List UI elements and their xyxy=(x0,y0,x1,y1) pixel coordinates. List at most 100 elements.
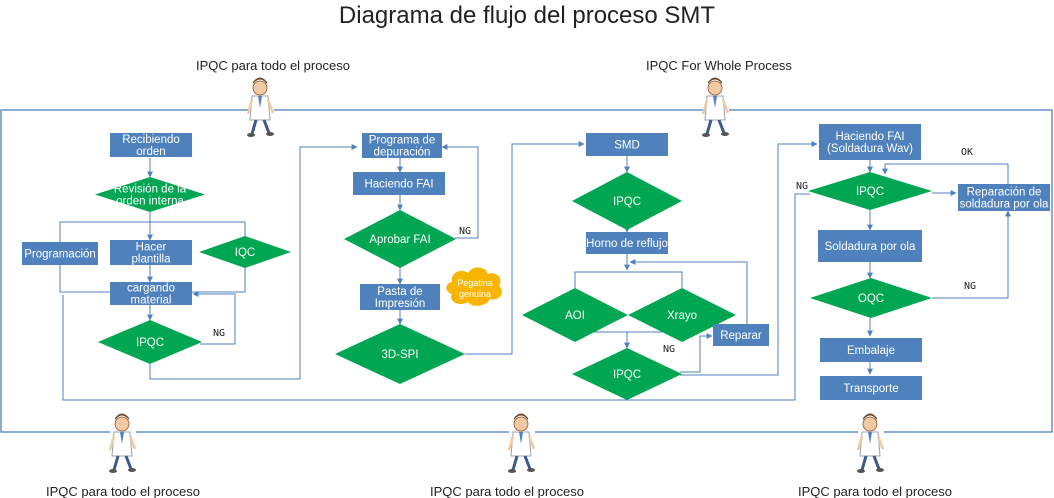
node-ipqc-2: IPQC xyxy=(572,172,682,230)
node-transporte: Transporte xyxy=(820,376,922,400)
node-label: (Soldadura Wav) xyxy=(827,143,913,155)
node-ipqc-1: IPQC xyxy=(98,320,202,364)
node-haciendo-fai-wav: Haciendo FAI(Soldadura Wav) xyxy=(819,124,921,160)
diagram-title: Diagrama de flujo del proceso SMT xyxy=(338,2,716,29)
node-label: Hacer xyxy=(136,242,167,254)
node-label: Revisión de la xyxy=(114,184,187,196)
node-shape xyxy=(572,348,682,400)
node-horno-reflujo: Horno de reflujo xyxy=(586,232,668,254)
node-label: IQC xyxy=(235,247,255,259)
node-label: IPQC xyxy=(856,186,884,198)
caption-top-right: IPQC For Whole Process xyxy=(646,58,792,73)
node-aprobar-fai: Aprobar FAI xyxy=(344,210,456,268)
node-spi-3d: 3D-SPI xyxy=(335,324,465,384)
node-ipqc-3: IPQC xyxy=(572,348,682,400)
node-haciendo-fai: Haciendo FAI xyxy=(353,172,445,195)
node-label: Reparar xyxy=(720,330,762,342)
node-ipqc-4: IPQC xyxy=(808,172,932,210)
ng-label-ipqc-1: NG xyxy=(213,328,225,339)
node-shape xyxy=(110,282,192,305)
node-label: OQC xyxy=(858,293,884,305)
node-label: Horno de reflujo xyxy=(586,238,668,250)
node-shape xyxy=(353,172,445,195)
inspector-person-icon xyxy=(246,77,275,138)
node-shape xyxy=(713,324,769,346)
inspector-person-icon xyxy=(701,77,730,138)
node-soldadura-ola: Soldadura por ola xyxy=(818,230,922,262)
node-label: 3D-SPI xyxy=(381,349,418,361)
node-shape xyxy=(335,324,465,384)
node-label: Reparación de xyxy=(967,187,1042,199)
node-label: Aprobar FAI xyxy=(369,234,430,246)
sticker-line-2: genuina xyxy=(459,289,491,299)
node-embalaje: Embalaje xyxy=(820,338,922,362)
inspector-person-icon xyxy=(856,413,885,474)
connectors xyxy=(59,141,1011,401)
node-label: plantilla xyxy=(132,254,172,266)
node-iqc: IQC xyxy=(199,236,291,268)
node-shape xyxy=(820,338,922,362)
node-label: IPQC xyxy=(613,196,641,208)
ng-label-fai-wav: NG xyxy=(796,181,808,192)
inspector-person-icon xyxy=(108,413,137,474)
node-label: Transporte xyxy=(843,383,898,395)
node-shape xyxy=(522,288,628,342)
node-shape xyxy=(819,124,921,160)
caption-bottom-center: IPQC para todo el proceso xyxy=(430,484,584,498)
node-label: Pasta de xyxy=(377,286,422,298)
node-label: material xyxy=(131,295,172,307)
node-label: Haciendo FAI xyxy=(835,131,904,143)
node-label: cargando xyxy=(127,283,175,295)
node-shape xyxy=(958,184,1050,211)
node-programacion: Programación xyxy=(22,242,98,265)
node-label: IPQC xyxy=(613,369,641,381)
node-shape xyxy=(818,230,922,262)
sticker-shape xyxy=(446,267,502,306)
ok-label-repair: OK xyxy=(961,147,973,158)
node-shape xyxy=(199,236,291,268)
node-label: Haciendo FAI xyxy=(364,179,433,191)
node-shape xyxy=(586,133,668,156)
node-shape xyxy=(810,278,932,318)
caption-bottom-left: IPQC para todo el proceso xyxy=(46,484,200,498)
node-xrayo: Xrayo xyxy=(628,288,736,342)
node-label: Impresión xyxy=(375,298,426,310)
node-aoi: AOI xyxy=(522,288,628,342)
node-label: IPQC xyxy=(136,337,164,349)
node-shape xyxy=(98,320,202,364)
ng-label-aprobar-fai: NG xyxy=(459,226,471,237)
inspector-person-icon xyxy=(507,413,536,474)
node-shape xyxy=(820,376,922,400)
ng-label-oqc: NG xyxy=(964,281,976,292)
node-label: SMD xyxy=(614,140,640,152)
node-smd: SMD xyxy=(586,133,668,156)
node-reparar: Reparar xyxy=(713,324,769,346)
node-label: Programación xyxy=(24,249,96,261)
sticker-line-1: Pegatina xyxy=(457,278,493,288)
node-label: Programa de xyxy=(369,135,435,147)
node-shape xyxy=(808,172,932,210)
node-shape xyxy=(628,288,736,342)
node-label: Embalaje xyxy=(847,345,895,357)
node-shape xyxy=(110,133,192,157)
pegatina-genuina-sticker: Pegatina genuina xyxy=(446,267,502,306)
node-label: Soldadura por ola xyxy=(825,241,916,253)
caption-top-left: IPQC para todo el proceso xyxy=(196,58,350,73)
ng-label-aoi-xray: NG xyxy=(663,344,675,355)
node-shape xyxy=(362,133,442,158)
node-label: orden interna xyxy=(116,196,184,208)
node-label: depuración xyxy=(374,147,431,159)
node-shape xyxy=(22,242,98,265)
node-oqc: OQC xyxy=(810,278,932,318)
node-label: AOI xyxy=(565,310,585,322)
node-shape xyxy=(110,240,192,265)
node-label: Xrayo xyxy=(667,310,697,322)
